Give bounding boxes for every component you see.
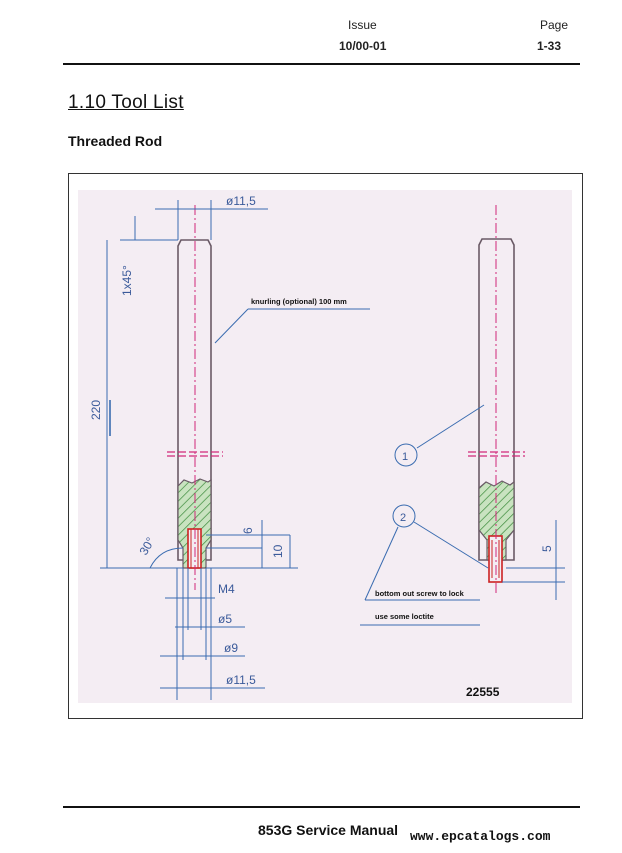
dim-m4: M4: [218, 582, 235, 596]
dim-5-diameter: ø5: [218, 612, 232, 626]
footer-url: www.epcatalogs.com: [410, 829, 551, 844]
dim-10: 10: [271, 544, 285, 558]
right-rod: [468, 205, 525, 595]
dim-9-diameter: ø9: [224, 641, 238, 655]
section-title: 1.10 Tool List: [68, 92, 184, 113]
drawing-number: 22555: [466, 685, 500, 699]
section-subtitle: Threaded Rod: [68, 133, 163, 149]
note-bottom-out: bottom out screw to lock: [375, 589, 465, 598]
dim-bottom-diameter: ø11,5: [226, 673, 256, 687]
dim-top-diameter: ø11,5: [226, 194, 256, 208]
issue-value: 10/00-01: [339, 39, 387, 53]
left-dimensions: [100, 200, 370, 700]
manual-title: 853G Service Manual: [258, 822, 399, 838]
callout-1-circle: [394, 443, 418, 467]
callout-2-circle: [392, 504, 416, 528]
page-label: Page: [540, 18, 569, 32]
header-rule: [63, 63, 580, 65]
dim-5: 5: [540, 545, 554, 552]
issue-label: Issue: [348, 18, 377, 32]
footer-rule: [63, 806, 580, 808]
dim-chamfer: 1x45°: [120, 265, 134, 296]
right-dimensions: [360, 404, 565, 626]
page-number: 1-33: [537, 39, 562, 53]
note-loctite: use some loctite: [375, 612, 434, 621]
callout-1: 1: [402, 451, 408, 463]
dim-angle: 30°: [136, 535, 157, 558]
callout-2: 2: [400, 512, 406, 524]
dim-6: 6: [241, 527, 255, 534]
left-rod: [167, 205, 223, 590]
dim-length: 220: [89, 400, 103, 420]
note-knurling: knurling (optional) 100 mm: [251, 297, 347, 306]
